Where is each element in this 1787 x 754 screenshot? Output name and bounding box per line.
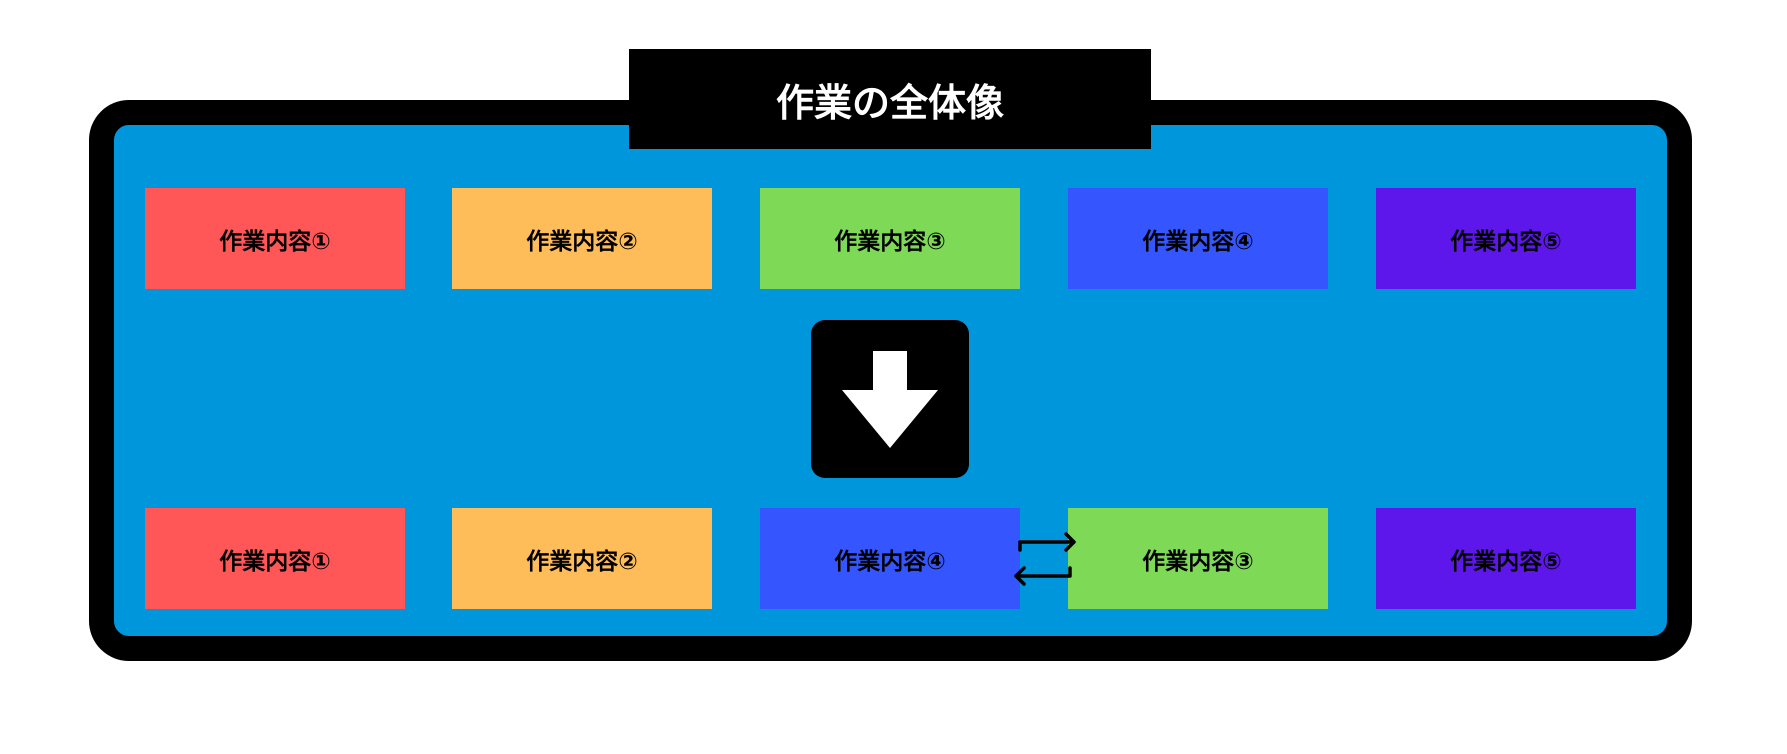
after-task-box: 作業内容④: [760, 508, 1020, 609]
after-task-box: 作業内容①: [145, 508, 405, 609]
arrow-down-icon: [811, 320, 969, 478]
diagram-title: 作業の全体像: [629, 49, 1151, 149]
before-task-box: 作業内容①: [145, 188, 405, 289]
after-task-box: 作業内容⑤: [1376, 508, 1636, 609]
swap-arrows-icon: [1010, 524, 1080, 598]
after-task-box: 作業内容②: [452, 508, 712, 609]
after-task-box: 作業内容③: [1068, 508, 1328, 609]
before-task-box: 作業内容④: [1068, 188, 1328, 289]
before-task-box: 作業内容②: [452, 188, 712, 289]
before-task-box: 作業内容⑤: [1376, 188, 1636, 289]
before-task-box: 作業内容③: [760, 188, 1020, 289]
